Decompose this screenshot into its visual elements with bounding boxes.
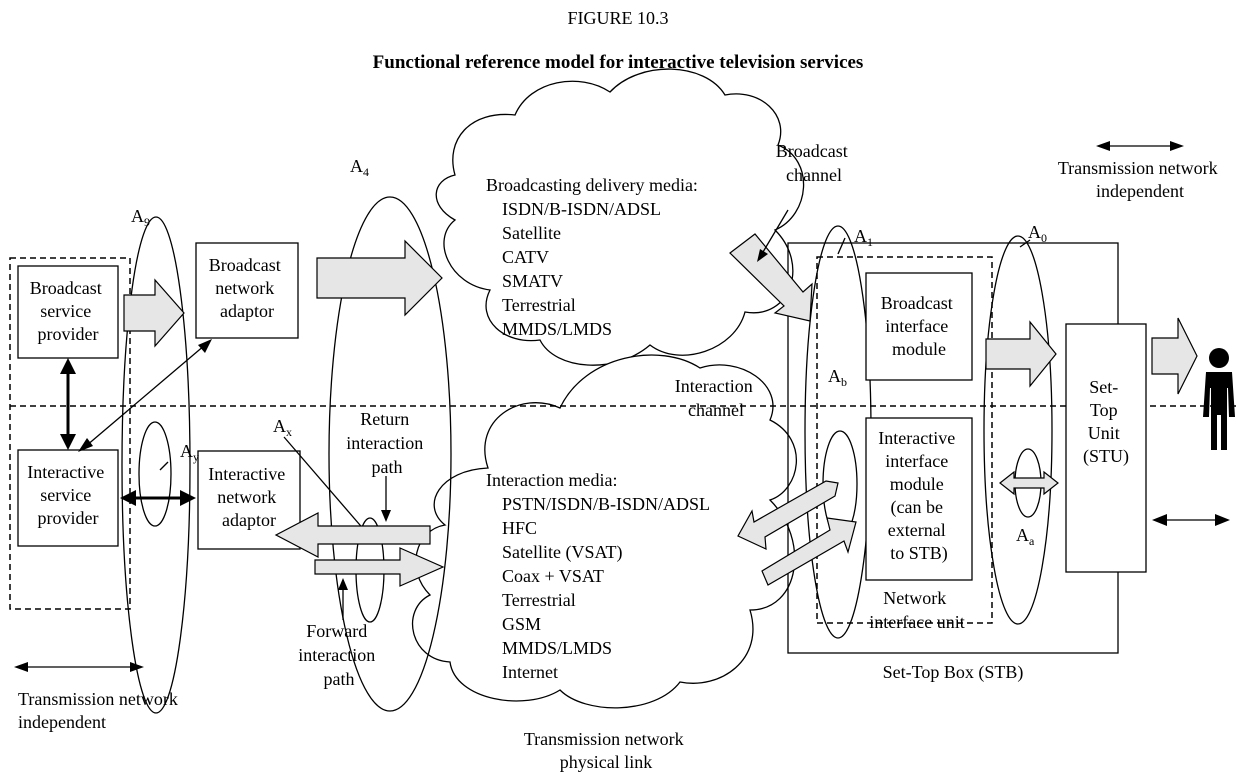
broadcast-network-adaptor-label: Broadcast network adaptor <box>209 255 285 321</box>
aa-label: Aa <box>1016 525 1035 548</box>
ay-leader <box>159 461 169 471</box>
figure-number: FIGURE 10.3 <box>567 8 668 28</box>
a1-leader <box>837 237 846 255</box>
interactive-interface-module-box <box>865 417 973 581</box>
ax-label: Ax <box>273 416 292 439</box>
set-top-unit-box <box>1065 323 1147 573</box>
bim-to-stu-arrow <box>985 320 1057 388</box>
forward-path-arrow <box>314 547 445 587</box>
broadcast-media-cloud <box>435 68 805 366</box>
broadcast-channel-arrow <box>729 233 813 322</box>
interactive-network-adaptor-label: Interactive network adaptor <box>208 464 289 530</box>
broadcast-channel-pointer <box>757 209 789 262</box>
tni-top-label: Transmission network independent <box>1058 158 1222 201</box>
interaction-media-list: Interaction media: PSTN/ISDN/B-ISDN/ADSL… <box>486 470 714 682</box>
return-path-pointer <box>381 476 391 522</box>
a4-label: A4 <box>350 156 369 179</box>
broadcast-service-provider-box <box>17 265 119 359</box>
a9-label: A9 <box>131 206 150 229</box>
a0-label: A0 <box>1028 222 1047 245</box>
forward-path-label: Forward interaction path <box>298 621 379 689</box>
sp-vertical-arrow <box>60 358 76 450</box>
broadcast-network-adaptor-box <box>195 242 299 339</box>
ab-label: Ab <box>828 366 847 389</box>
broadcast-channel-label: Broadcast channel <box>776 141 852 185</box>
broadcast-media-list: Broadcasting delivery media: ISDN/B-ISDN… <box>486 175 702 339</box>
isp-to-adaptor-arrow <box>120 490 196 506</box>
a9-ellipse <box>121 216 191 714</box>
interactive-service-provider-box <box>17 449 119 547</box>
ax-leader <box>283 436 367 533</box>
set-top-unit-label: Set- Top Unit (STU) <box>1083 377 1129 467</box>
network-interface-unit-label: Network interface unit <box>869 588 964 632</box>
return-path-arrow <box>274 512 431 558</box>
a0-ellipse <box>983 235 1053 625</box>
sp-to-adaptor-arrow <box>123 278 185 348</box>
a0-leader <box>1019 239 1031 248</box>
tni-bottom-arrow <box>14 662 144 672</box>
a4-ellipse <box>328 196 452 712</box>
aa-double-arrow <box>999 470 1059 496</box>
ay-label: Ay <box>180 441 199 464</box>
viewer-interaction-arrow <box>1152 514 1230 526</box>
interaction-forward-arrow <box>761 517 857 586</box>
set-top-box-label: Set-Top Box (STB) <box>883 662 1024 683</box>
broadcast-interface-module-box <box>865 272 973 381</box>
service-provider-group <box>9 257 131 610</box>
physical-link-label: Transmission network physical link <box>524 729 688 772</box>
sp-diagonal-arrow <box>78 339 212 452</box>
figure-title: Functional reference model for interacti… <box>373 52 864 73</box>
adaptor-to-cloud-arrow <box>316 239 443 317</box>
interaction-media-cloud <box>411 354 797 709</box>
tni-bottom-label: Transmission network independent <box>18 689 182 732</box>
broadcast-interface-module-label: Broadcast interface module <box>881 293 957 359</box>
interactive-interface-module-label: Interactive interface module (can be ext… <box>878 428 959 564</box>
interactive-service-provider-label: Interactive service provider <box>27 462 108 528</box>
stu-to-viewer-arrow <box>1151 317 1198 395</box>
viewer-person-icon <box>1203 348 1235 450</box>
forward-path-pointer <box>338 578 348 620</box>
broadcast-service-provider-label: Broadcast service provider <box>30 278 106 344</box>
tni-top-arrow <box>1096 141 1184 151</box>
ay-ellipse <box>138 421 172 527</box>
return-path-label: Return interaction path <box>346 409 427 477</box>
interaction-channel-label: Interaction channel <box>675 376 757 420</box>
a1-label: A1 <box>854 226 873 249</box>
interaction-return-arrow <box>737 480 839 550</box>
